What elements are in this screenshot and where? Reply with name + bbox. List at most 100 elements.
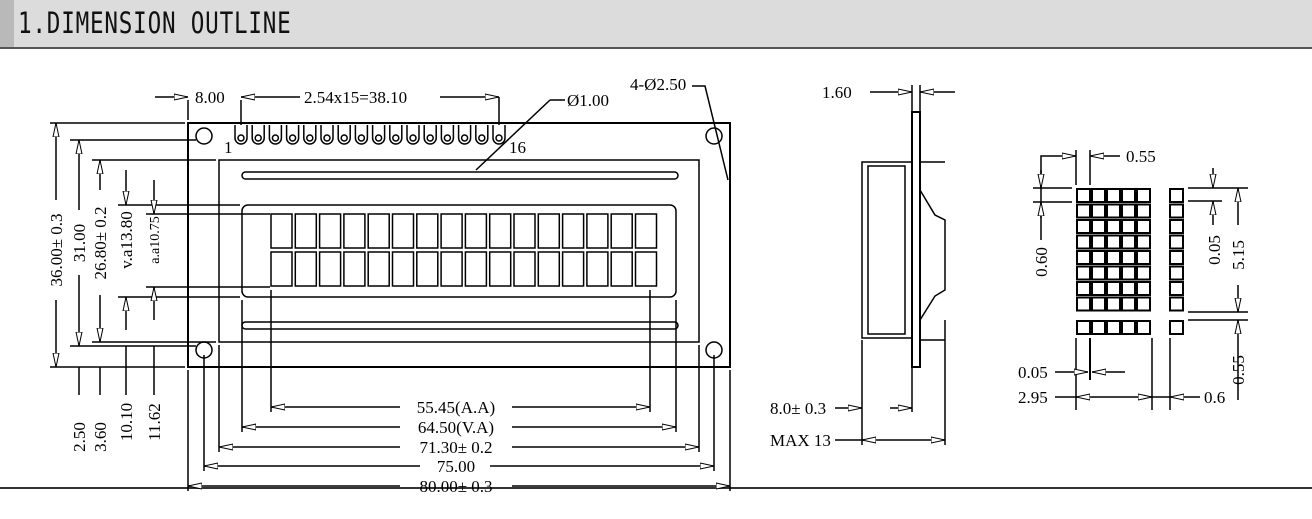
dim-height-holes: 31.00 (70, 224, 89, 262)
character-cell (464, 213, 488, 249)
pin-pad (423, 125, 437, 145)
cursor-dot (1121, 320, 1136, 335)
mount-hole-icon (705, 127, 723, 145)
dot-grid (1076, 188, 1184, 335)
pixel-dot (1136, 265, 1151, 281)
pixel-dot (1091, 265, 1106, 281)
cursor-dot (1091, 320, 1106, 335)
pin-hole-icon (495, 134, 503, 142)
pixel-dot (1169, 281, 1184, 296)
dim-offset-holes: 2.50 (70, 422, 89, 452)
character-cell (586, 213, 609, 249)
pin-pad (268, 125, 283, 145)
pixel-dot (1169, 219, 1184, 234)
dim-max-thickness: MAX 13 (770, 431, 831, 450)
character-cell (270, 213, 293, 249)
pin-pad (337, 125, 351, 145)
bezel-slot-bottom (241, 321, 679, 330)
character-cell (488, 213, 512, 249)
character-cell (488, 251, 512, 287)
pin-hole-icon (409, 134, 417, 142)
pixel-dot (1106, 203, 1121, 219)
pixel-dot (1169, 188, 1184, 203)
character-cell (513, 251, 536, 287)
character-cell (634, 251, 658, 287)
character-cell (464, 251, 488, 287)
character-cell (270, 251, 293, 287)
pixel-dot (1121, 188, 1136, 203)
pcb-outline (187, 122, 731, 368)
dim-offset-va: 10.10 (117, 403, 136, 441)
dim-pcb-thickness: 1.60 (822, 83, 852, 102)
pin-hole-icon (374, 134, 383, 142)
character-cell (343, 213, 366, 249)
pin-pad (440, 125, 455, 145)
dim-width-va: 64.50(V.A) (418, 418, 494, 437)
pixel-dot (1121, 296, 1136, 312)
pixel-dot (1076, 203, 1091, 219)
character-cell (318, 251, 342, 287)
pixel-dot (1076, 265, 1091, 281)
character-cell (610, 213, 633, 249)
pixel-dot (1136, 296, 1151, 312)
character-cell (391, 251, 415, 287)
section-header: 1.DIMENSION OUTLINE (0, 0, 1312, 49)
pin-hole-icon (306, 134, 314, 142)
pixel-dot (1106, 265, 1121, 281)
pixel-dot (1169, 296, 1184, 312)
viewing-area (241, 204, 677, 298)
pixel-dot (1076, 234, 1091, 250)
pixel-dot (1121, 281, 1136, 296)
pin-pad (492, 125, 506, 145)
dim-height-bezel: 26.80± 0.2 (91, 206, 110, 279)
character-cell (537, 251, 561, 287)
bezel-outline (218, 159, 700, 343)
dim-height-va: v.a13.80 (117, 211, 136, 268)
dim-module-thickness: 8.0± 0.3 (770, 399, 826, 418)
pin-hole-icon (271, 134, 280, 142)
pixel-dot (1091, 234, 1106, 250)
pixel-dot (1169, 250, 1184, 265)
pin-hole-icon (340, 134, 348, 142)
pixel-dot (1076, 188, 1091, 203)
header-tab-marker (0, 0, 14, 47)
character-cell (440, 251, 463, 287)
side-backlight (919, 189, 946, 321)
pin-pad (303, 125, 317, 145)
cursor-dot (1169, 320, 1184, 335)
pin-pad (234, 125, 248, 145)
side-pcb (911, 111, 921, 368)
pixel-dot (1121, 265, 1136, 281)
pin-pad (389, 125, 403, 145)
pixel-dot (1121, 234, 1136, 250)
dim-dot-gap-h: 0.05 (1018, 363, 1048, 382)
pin-hole-icon (426, 134, 434, 142)
pin-first-label: 1 (224, 138, 233, 157)
pixel-dot (1136, 219, 1151, 234)
pixel-dot (1091, 296, 1106, 312)
pixel-dot (1121, 250, 1136, 265)
dim-width-aa: 55.45(A.A) (417, 398, 495, 417)
pixel-dot (1136, 203, 1151, 219)
character-cell (294, 213, 318, 249)
front-view: 1 16 8.00 2.54x15=38.10 Ø1.00 4-Ø2.50 36… (47, 75, 731, 496)
cursor-dot (1106, 320, 1121, 335)
pin-last-label: 16 (509, 138, 526, 157)
dim-pin-hole: Ø1.00 (567, 91, 609, 110)
dim-width-bezel: 71.30± 0.2 (419, 438, 492, 457)
character-cell (610, 251, 633, 287)
character-cell (537, 213, 561, 249)
section-title: 1.DIMENSION OUTLINE (18, 6, 292, 40)
pin-pad (251, 125, 265, 145)
dim-width-holes: 75.00 (437, 457, 475, 476)
pin-hole-icon (460, 134, 469, 142)
dim-pin-pitch: 2.54x15=38.10 (304, 88, 407, 107)
dim-offset-aa: 11.62 (145, 403, 164, 441)
character-cell (634, 213, 658, 249)
pixel-dot (1169, 265, 1184, 281)
character-cell (343, 251, 366, 287)
pixel-dot (1106, 234, 1121, 250)
character-cell (294, 251, 318, 287)
pin-row (234, 125, 506, 145)
